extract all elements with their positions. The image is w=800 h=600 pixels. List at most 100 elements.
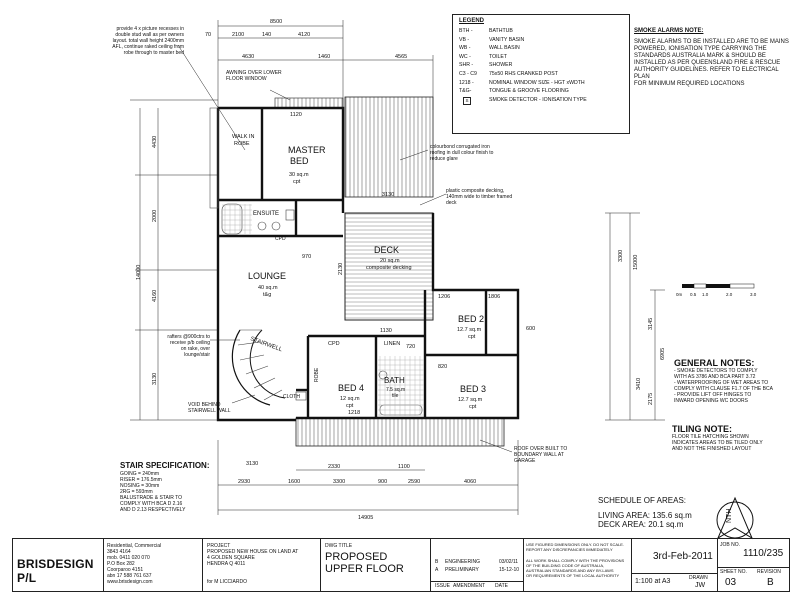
- room-lounge: LOUNGE: [248, 271, 286, 281]
- annotation-roof-over: ROOF OVER BUILT TO BOUNDARY WALL AT GARA…: [514, 446, 568, 464]
- dim-win-b: 1806: [488, 294, 500, 300]
- revision-row: A PRELIMINARY 15-12-10: [435, 567, 520, 573]
- dim-deck-h: 2130: [338, 263, 344, 275]
- dim-left-total: 14000: [136, 265, 142, 280]
- svg-text:0.5: 0.5: [690, 292, 697, 297]
- room-linen: LINEN: [384, 341, 400, 347]
- room-deck: DECK: [374, 245, 399, 255]
- dim-bottom-b: 1600: [288, 479, 300, 485]
- general-notes-title: GENERAL NOTES:: [674, 358, 755, 368]
- legend-row: 1218 -NOMINAL WINDOW SIZE - HGT xWDTH: [459, 79, 585, 86]
- dim-deck-w: 3130: [382, 192, 394, 198]
- dim-top2-a: 4630: [242, 54, 254, 60]
- room-bed4-area: 12 sq.m: [340, 396, 360, 402]
- room-bed2-area: 12.7 sq.m: [457, 327, 482, 333]
- room-deck-area: 20 sq.m: [380, 258, 400, 264]
- svg-text:0m: 0m: [676, 292, 683, 297]
- tiling-note: TILING NOTE: FLOOR TILE HATCHING SHOWN I…: [672, 424, 792, 452]
- room-bed2-floor: cpt: [468, 334, 476, 340]
- north-arrow: NTH: [716, 496, 754, 540]
- roof-hatch-area: [344, 96, 434, 198]
- annotation-decking: plastic composite decking, 140mm wide to…: [446, 188, 513, 206]
- room-master-name-2: BED: [290, 156, 309, 166]
- room-cloth: CLOTH: [283, 394, 300, 400]
- dim-top-a: 2100: [232, 32, 244, 38]
- dim-top-total: 8500: [270, 19, 282, 25]
- dim-mid-a: 1130: [380, 328, 392, 334]
- north-label: NTH: [726, 509, 733, 523]
- annotation-void: VOID BEHIND STAIRWELL WALL: [188, 402, 231, 414]
- stair-spec-title: STAIR SPECIFICATION:: [120, 461, 210, 470]
- disclaimer-cell: USE FIGURED DIMENSIONS ONLY. DO NOT SCAL…: [523, 539, 632, 591]
- smoke-alarm-note: SMOKE ALARMS NOTE: SMOKE ALARMS TO BE IN…: [634, 28, 794, 88]
- dim-bottom-f: 4060: [464, 479, 476, 485]
- room-bed4-floor: cpt: [346, 403, 354, 409]
- general-notes: GENERAL NOTES: - SMOKE DETECTORS TO COMP…: [674, 358, 794, 404]
- svg-text:1.0: 1.0: [702, 292, 709, 297]
- room-bed3-area: 12.7 sq.m: [458, 397, 483, 403]
- legend-row: SHR -SHOWER: [459, 62, 513, 69]
- stair-spec: STAIR SPECIFICATION: GOING = 240mm RISER…: [120, 461, 220, 513]
- schedule-deck: DECK AREA: 20.1 sq.m: [598, 520, 684, 529]
- dim-mid-b: 1120: [290, 112, 302, 118]
- room-lounge-floor: t&g: [263, 292, 271, 298]
- dim-win-c: 1218: [348, 410, 360, 416]
- dim-left-a: 4430: [152, 136, 158, 148]
- annotation-rafters: rafters @900ctrs to receive p/b ceiling …: [167, 334, 210, 358]
- legend-row: VB -VANITY BASIN: [459, 36, 525, 43]
- smoke-note-title: SMOKE ALARMS NOTE:: [634, 28, 704, 34]
- dim-bottom-total: 14905: [358, 515, 373, 521]
- drawn-by: JW: [695, 582, 706, 589]
- dim-bottom2-a: 3130: [246, 461, 258, 467]
- dim-right-f: 2175: [648, 393, 654, 405]
- sheet-number: 03: [725, 577, 737, 588]
- bath-tile: [378, 356, 424, 416]
- room-bed2: BED 2: [458, 314, 484, 324]
- room-robe: ROBE: [314, 367, 320, 382]
- revision-row: B ENGINEERING 03/02/11: [435, 559, 519, 565]
- legend-row: WC -TOILET: [459, 53, 508, 60]
- revision-headers: ISSUE AMENDMENT DATE: [431, 581, 523, 589]
- scale-bar: 0m 0.5 1.0 2.0 3.0: [676, 283, 757, 297]
- room-walkin-2: ROBE: [234, 141, 250, 147]
- annotation-awning: AWNING OVER LOWER FLOOR WINDOW: [226, 70, 282, 82]
- project-cell: PROJECT PROPOSED NEW HOUSE ON LAND AT 4 …: [203, 539, 321, 591]
- dim-bottom-d: 900: [378, 479, 387, 485]
- svg-text:3.0: 3.0: [750, 292, 757, 297]
- room-master-floor: cpt: [293, 179, 301, 185]
- room-bath-floor: tile: [392, 393, 399, 399]
- dim-top-b: 140: [262, 32, 271, 38]
- deck-hatch: [344, 212, 434, 321]
- awning-hatch: [274, 97, 344, 109]
- annotation-picture-recess: provide 4 x picture recesses in double s…: [112, 26, 184, 56]
- dim-door-a: 720: [406, 344, 415, 350]
- svg-text:2.0: 2.0: [726, 292, 733, 297]
- company-logo-cell: BRISDESIGN P/L: [13, 539, 104, 591]
- room-master-name-1: MASTER: [288, 145, 326, 155]
- tiling-note-title: TILING NOTE:: [672, 424, 732, 434]
- job-cell: JOB NO. 1110/235 SHEET NO. 03 REVISION B: [717, 539, 789, 591]
- revision-letter: B: [767, 577, 774, 588]
- dim-top-d: 70: [205, 32, 211, 38]
- leader-lines: [177, 44, 513, 453]
- room-stairwell: STAIRWELL: [249, 336, 283, 353]
- room-ensuite: ENSUITE: [253, 211, 279, 217]
- legend-row: BTH -BATHTUB: [459, 28, 513, 34]
- revision-table: B ENGINEERING 03/02/11 A PRELIMINARY 15-…: [431, 539, 524, 591]
- dim-right-b: 15000: [633, 255, 639, 270]
- room-deck-floor: composite decking: [366, 265, 412, 271]
- dim-right-c: 3145: [648, 318, 654, 330]
- title-block: BRISDESIGN P/L Residential, Commercial 3…: [12, 538, 790, 592]
- job-number: 1110/235: [743, 548, 784, 559]
- drawing-title-cell: DWG TITLE PROPOSED UPPER FLOOR: [321, 539, 431, 591]
- drawing-scale: 1:100 at A3: [635, 578, 671, 585]
- room-lounge-area: 40 sq.m: [258, 285, 278, 291]
- dim-bottom2-c: 1100: [398, 464, 410, 470]
- dim-bottom-e: 2590: [408, 479, 420, 485]
- room-bed4: BED 4: [338, 383, 364, 393]
- room-walkin-1: WALK IN: [232, 134, 254, 140]
- dim-right-e: 3410: [636, 378, 642, 390]
- date-scale-cell: 3rd-Feb-2011 1:100 at A3 DRAWN JW: [631, 539, 718, 591]
